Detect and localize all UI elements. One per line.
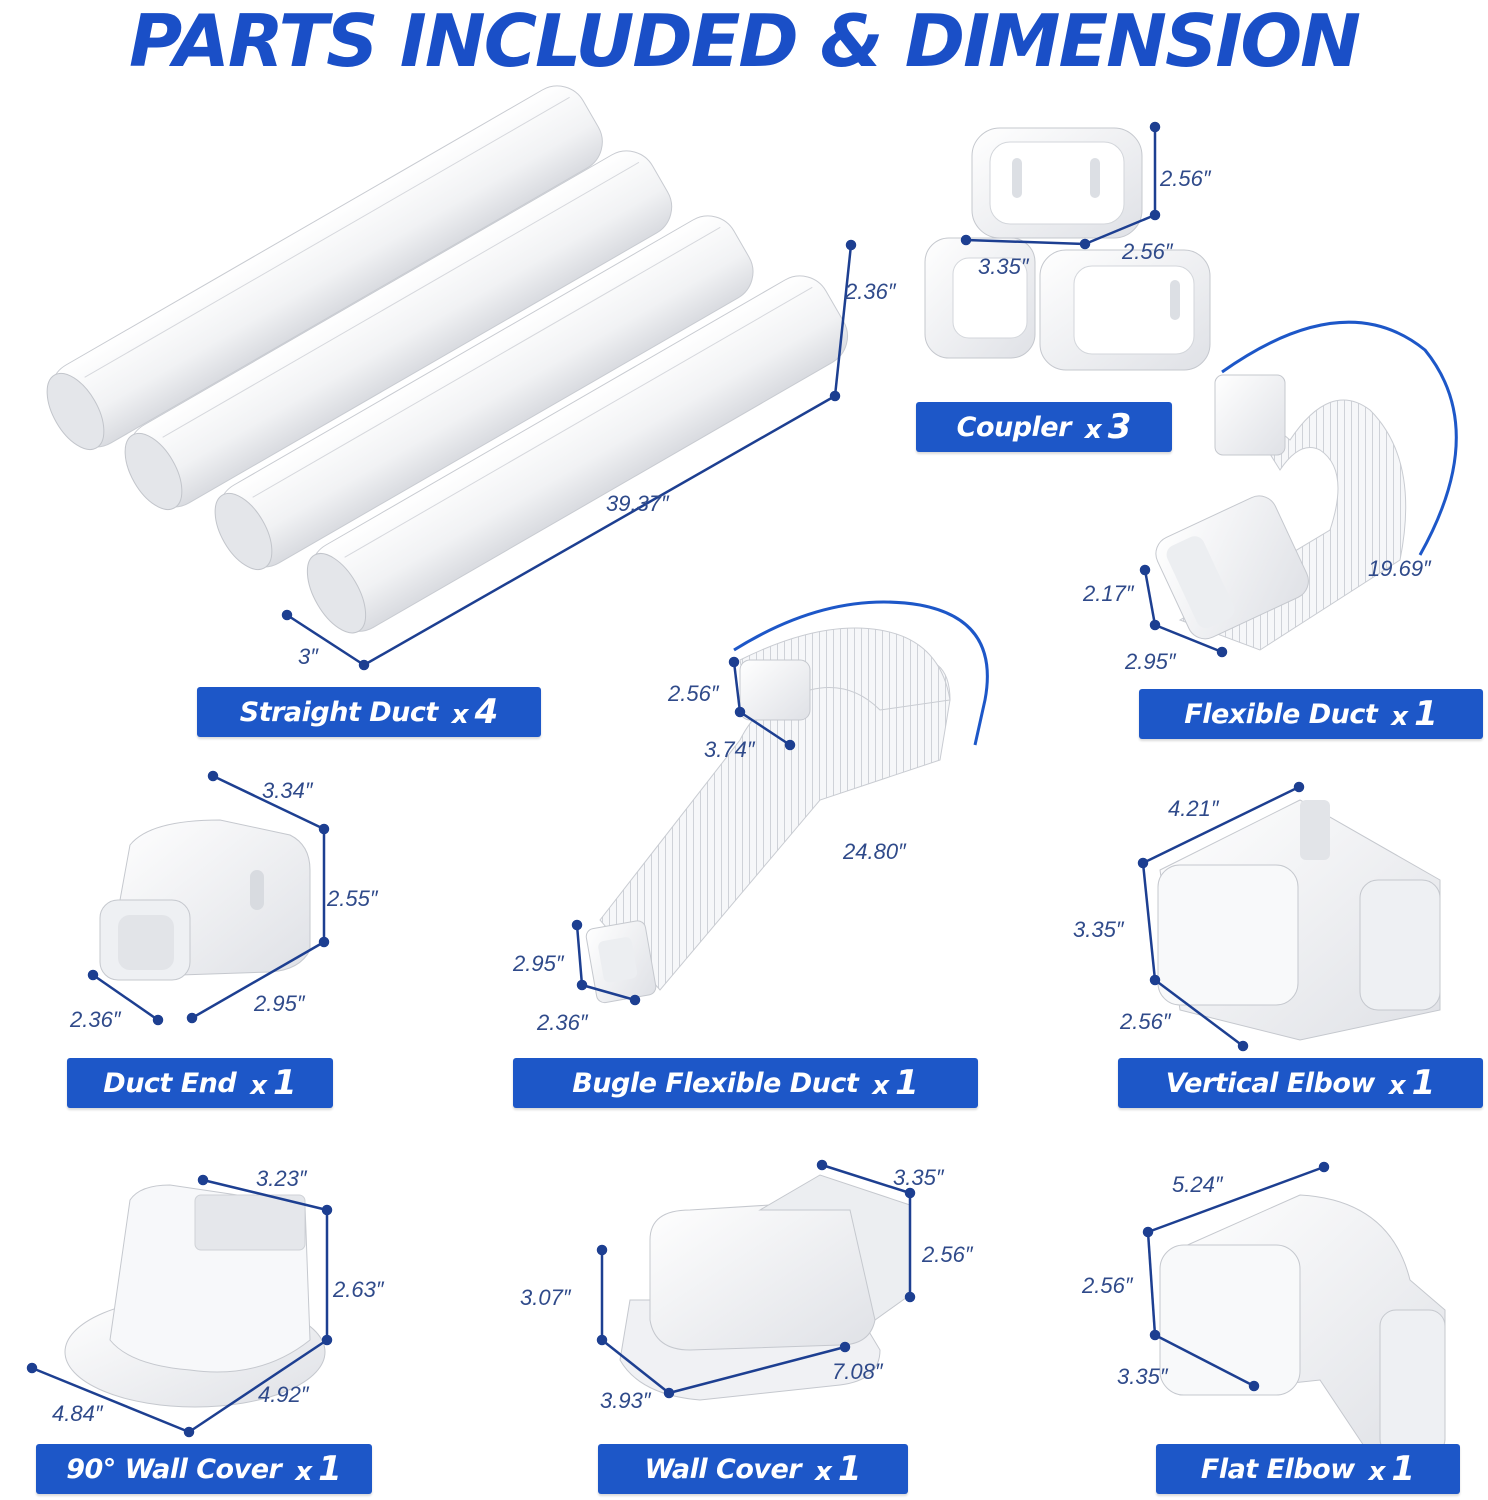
flexible-duct-dim-height: 2.17″	[1083, 581, 1134, 606]
vertical-elbow-dim-top: 4.21″	[1168, 796, 1219, 821]
straight-duct-dim-length: 39.37″	[606, 491, 669, 516]
vertical-elbow-dim-width: 2.56″	[1120, 1009, 1171, 1034]
flexible-duct-image	[1139, 320, 1458, 658]
flat-elbow-dim-height: 2.56″	[1082, 1273, 1133, 1298]
bugle-flexible-duct-name: Bugle Flexible Duct	[572, 1067, 859, 1099]
duct-end-name: Duct End	[103, 1067, 237, 1099]
duct-end-dim-height: 2.55″	[327, 886, 378, 911]
wall-cover-name: Wall Cover	[644, 1453, 802, 1485]
bugle-duct-dim-end-width: 2.36″	[537, 1010, 588, 1035]
straight-duct-image	[46, 85, 857, 671]
wall-cover-dim-height: 2.56″	[922, 1242, 973, 1267]
coupler-dim-width: 3.35″	[978, 254, 1029, 279]
bugle-duct-dim-height: 2.56″	[668, 681, 719, 706]
straight-duct-dim-width: 3″	[298, 644, 319, 669]
coupler-image	[924, 121, 1211, 371]
wall-cover-dim-base-length: 7.08″	[832, 1359, 883, 1384]
flat-elbow-image	[1142, 1161, 1446, 1456]
wall-cover-dim-base-width: 3.93″	[600, 1388, 651, 1413]
wall-cover-image	[596, 1159, 916, 1401]
duct-end-image	[87, 770, 330, 1026]
flat-elbow-dim-top: 5.24″	[1172, 1172, 1223, 1197]
coupler-name: Coupler	[956, 411, 1072, 443]
flat-elbow-name: Flat Elbow	[1200, 1453, 1355, 1485]
wall-cover-90-image	[26, 1174, 333, 1438]
straight-duct-dim-height: 2.36″	[845, 279, 896, 304]
vertical-elbow-name: Vertical Elbow	[1165, 1067, 1376, 1099]
flexible-duct-dim-width: 2.95″	[1125, 649, 1176, 674]
duct-end-dim-top: 3.34″	[262, 778, 313, 803]
bugle-duct-dim-end-height: 2.95″	[513, 951, 564, 976]
wall-cover-90-dim-base-right: 4.92″	[258, 1382, 309, 1407]
vertical-elbow-dim-height: 3.35″	[1073, 917, 1124, 942]
duct-end-dim-side: 2.95″	[254, 991, 305, 1016]
page-title: PARTS INCLUDED & DIMENSION	[129, 0, 1361, 83]
wall-cover-90-dim-top: 3.23″	[256, 1166, 307, 1191]
wall-cover-dim-left-height: 3.07″	[520, 1285, 571, 1310]
coupler-dim-depth: 2.56″	[1122, 239, 1173, 264]
flexible-duct-dim-length: 19.69″	[1368, 556, 1431, 581]
vertical-elbow-image	[1137, 781, 1441, 1052]
bugle-flexible-duct-image	[571, 600, 989, 1006]
wall-cover-dim-top: 3.35″	[893, 1165, 944, 1190]
flat-elbow-dim-width: 3.35″	[1117, 1364, 1168, 1389]
wall-cover-90-name: 90° Wall Cover	[66, 1453, 282, 1485]
bugle-duct-dim-length: 24.80″	[843, 839, 906, 864]
duct-end-dim-front: 2.36″	[70, 1007, 121, 1032]
straight-duct-name: Straight Duct	[239, 696, 439, 728]
flexible-duct-name: Flexible Duct	[1184, 698, 1378, 730]
wall-cover-90-dim-base-left: 4.84″	[52, 1401, 103, 1426]
wall-cover-90-dim-height: 2.63″	[333, 1277, 384, 1302]
coupler-dim-height: 2.56″	[1160, 166, 1211, 191]
bugle-duct-dim-width: 3.74″	[704, 737, 755, 762]
